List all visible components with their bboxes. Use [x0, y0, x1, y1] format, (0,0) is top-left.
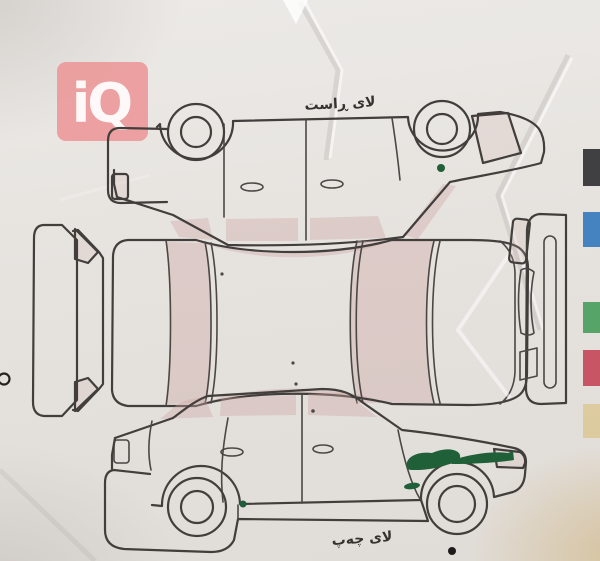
- lower-trim: [519, 347, 538, 381]
- door-handle: [220, 447, 244, 457]
- windshield: [404, 184, 456, 239]
- plan-outline: [110, 238, 530, 408]
- front-wheel: [425, 472, 489, 536]
- door-handle: [320, 179, 344, 189]
- label-right-side: لای ڕاست: [304, 94, 376, 114]
- ink-speck: [311, 409, 315, 413]
- view-right-side-flipped: [106, 99, 546, 247]
- roof-seam: [349, 240, 358, 404]
- front-wheel: [412, 99, 472, 159]
- headlight-lens: [517, 267, 535, 336]
- swatch-red: [583, 350, 600, 386]
- door-seam: [220, 417, 229, 503]
- view-rear: [31, 223, 105, 418]
- hood-seam2: [431, 240, 441, 404]
- damage-mark-green-dot: [437, 164, 445, 172]
- label-left-side: لای چەپ: [331, 529, 393, 549]
- taillight: [113, 439, 130, 464]
- damage-mark-green-streak: [406, 449, 461, 470]
- pen-circle-mark: [0, 372, 11, 386]
- quarter-window: [170, 218, 213, 240]
- swatch-green: [583, 302, 600, 333]
- paper-creases: [59, 0, 574, 331]
- rear-wheel: [166, 476, 228, 538]
- trunk-seam: [165, 239, 172, 407]
- rear-bumper: [31, 223, 79, 418]
- headlight-area: [470, 111, 523, 165]
- ink-speck: [291, 361, 295, 365]
- fender-seam: [397, 429, 421, 500]
- damage-mark-green-dash: [404, 482, 420, 490]
- rear-wheel: [166, 102, 226, 162]
- color-scale: [583, 149, 600, 438]
- taillight-right: [73, 376, 100, 413]
- front-bumper: [524, 212, 568, 406]
- side-glass-top: [196, 240, 392, 258]
- door-handle: [312, 444, 334, 454]
- front-door-window: [308, 392, 377, 417]
- rear-glass-seam2: [210, 242, 218, 404]
- view-front: [508, 212, 568, 406]
- rear-bumper: [106, 126, 169, 205]
- view-left-side: [103, 387, 528, 555]
- bumper-slot: [543, 235, 557, 389]
- rear-edge: [110, 436, 117, 471]
- swatch-yellow: [583, 404, 600, 438]
- view-plan: [110, 238, 530, 408]
- iq-logo-background: [57, 62, 148, 141]
- trunk-panel: [71, 228, 105, 413]
- rear-glass-band: [166, 242, 212, 404]
- iq-logo-text: iQ: [72, 72, 132, 135]
- rear-glass-seam: [204, 241, 212, 405]
- rear-door-window: [220, 395, 296, 416]
- rear-bumper-and-sill: [103, 468, 430, 554]
- trunk-seam: [148, 420, 153, 471]
- damage-mark-green-streak2: [450, 451, 514, 464]
- ink-speck: [220, 272, 224, 276]
- iq-logo: iQ: [57, 62, 148, 141]
- swatch-black: [583, 149, 600, 186]
- windshield-band: [350, 241, 434, 403]
- rear-door-window: [226, 218, 298, 241]
- ink-dot: [448, 547, 456, 555]
- front-door-window: [310, 216, 386, 240]
- damage-mark-green-dot: [239, 500, 247, 508]
- roof-seam2: [355, 240, 364, 404]
- door-handle: [240, 182, 264, 192]
- body-outline: [112, 110, 546, 247]
- fender-seam: [391, 117, 401, 181]
- ink-speck: [294, 382, 298, 386]
- hood-seam: [425, 240, 435, 404]
- swatch-blue: [583, 212, 600, 247]
